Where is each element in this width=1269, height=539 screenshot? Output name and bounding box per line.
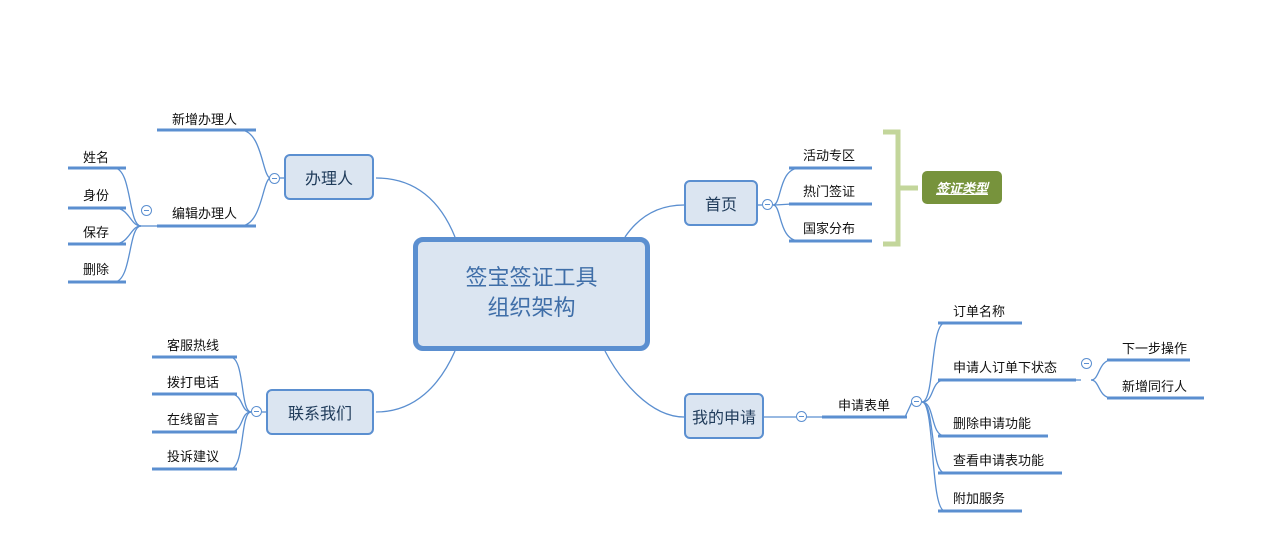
collapse-icon[interactable] bbox=[251, 406, 262, 417]
subtopic-message[interactable]: 在线留言 bbox=[167, 413, 220, 428]
subtopic-hot-visa[interactable]: 热门签证 bbox=[803, 185, 856, 200]
summary-bracket bbox=[883, 129, 918, 247]
root-topic[interactable]: 签宝签证工具 组织架构 bbox=[413, 237, 650, 351]
collapse-icon[interactable] bbox=[1081, 358, 1092, 369]
subtopic-name[interactable]: 姓名 bbox=[83, 151, 110, 166]
topic-banliren[interactable]: 办理人 bbox=[284, 154, 374, 200]
topic-lianxi[interactable]: 联系我们 bbox=[266, 389, 374, 435]
subtopic-identity[interactable]: 身份 bbox=[83, 189, 110, 204]
subtopic-hotline[interactable]: 客服热线 bbox=[167, 339, 220, 354]
subtopic-view-application[interactable]: 查看申请表功能 bbox=[953, 454, 1045, 469]
subtopic-next-step[interactable]: 下一步操作 bbox=[1122, 342, 1188, 357]
collapse-icon[interactable] bbox=[796, 411, 807, 422]
subtopic-activity[interactable]: 活动专区 bbox=[803, 149, 856, 164]
collapse-icon[interactable] bbox=[762, 199, 773, 210]
subtopic-complaint[interactable]: 投诉建议 bbox=[167, 450, 220, 465]
topic-shouye[interactable]: 首页 bbox=[684, 180, 758, 226]
subtopic-order-status[interactable]: 申请人订单下状态 bbox=[953, 361, 1058, 376]
summary-visa-type[interactable]: 签证类型 bbox=[922, 171, 1002, 204]
collapse-icon[interactable] bbox=[141, 205, 152, 216]
subtopic-order-name[interactable]: 订单名称 bbox=[953, 305, 1006, 320]
collapse-icon[interactable] bbox=[269, 173, 280, 184]
subtopic-delete[interactable]: 删除 bbox=[83, 263, 110, 278]
subtopic-add-companion[interactable]: 新增同行人 bbox=[1122, 380, 1188, 395]
topic-shenqing[interactable]: 我的申请 bbox=[684, 393, 764, 439]
subtopic-save[interactable]: 保存 bbox=[83, 226, 110, 241]
collapse-icon[interactable] bbox=[911, 396, 922, 407]
subtopic-application-form[interactable]: 申请表单 bbox=[838, 399, 891, 414]
subtopic-call[interactable]: 拨打电话 bbox=[167, 376, 220, 391]
subtopic-extra-service[interactable]: 附加服务 bbox=[953, 492, 1006, 507]
subtopic-edit-handler[interactable]: 编辑办理人 bbox=[172, 207, 238, 222]
subtopic-delete-application[interactable]: 删除申请功能 bbox=[953, 417, 1032, 432]
root-title-line2: 组织架构 bbox=[487, 296, 576, 321]
root-title-line1: 签宝签证工具 bbox=[465, 266, 598, 291]
subtopic-add-handler[interactable]: 新增办理人 bbox=[172, 113, 238, 128]
subtopic-country[interactable]: 国家分布 bbox=[803, 222, 856, 237]
